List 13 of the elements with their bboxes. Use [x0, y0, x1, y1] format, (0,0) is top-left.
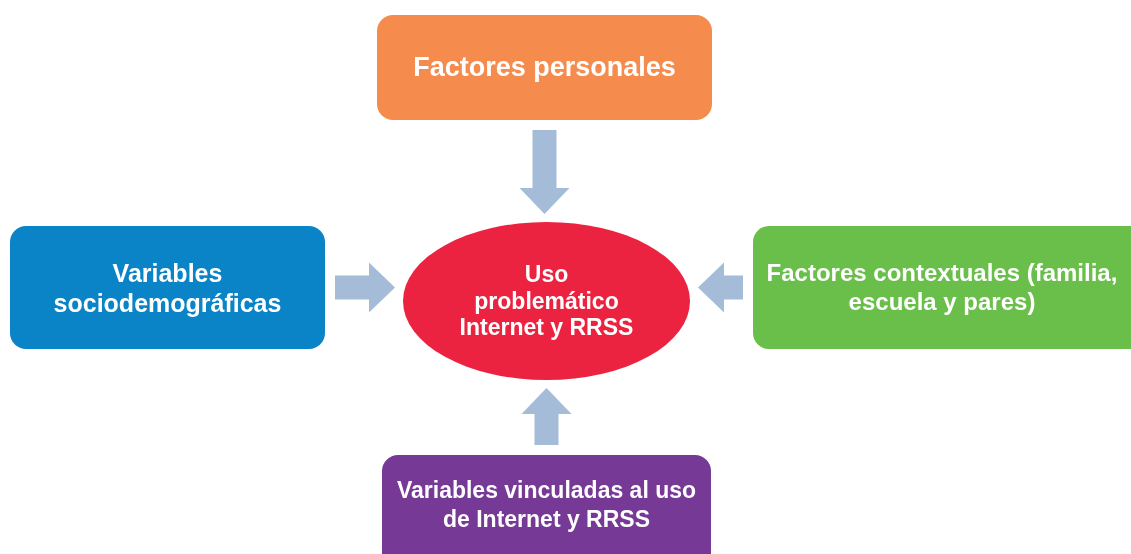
node-label: Uso problemático Internet y RRSS [458, 261, 635, 341]
block-arrow [521, 388, 572, 445]
block-arrow [519, 130, 570, 214]
node-label: Factores personales [413, 51, 676, 85]
factor-box [382, 455, 711, 554]
factor-box [377, 15, 712, 120]
node-label: Variables sociodemográficas [52, 257, 283, 318]
block-arrow [698, 262, 743, 313]
node-label: Variables vinculadas al uso de Internet y RRSS [396, 475, 697, 534]
node-label: Factores contextuales (familia, escuela y pares) [765, 258, 1119, 317]
factor-box [10, 226, 325, 349]
block-arrow [335, 262, 395, 313]
factor-box [753, 226, 1131, 349]
